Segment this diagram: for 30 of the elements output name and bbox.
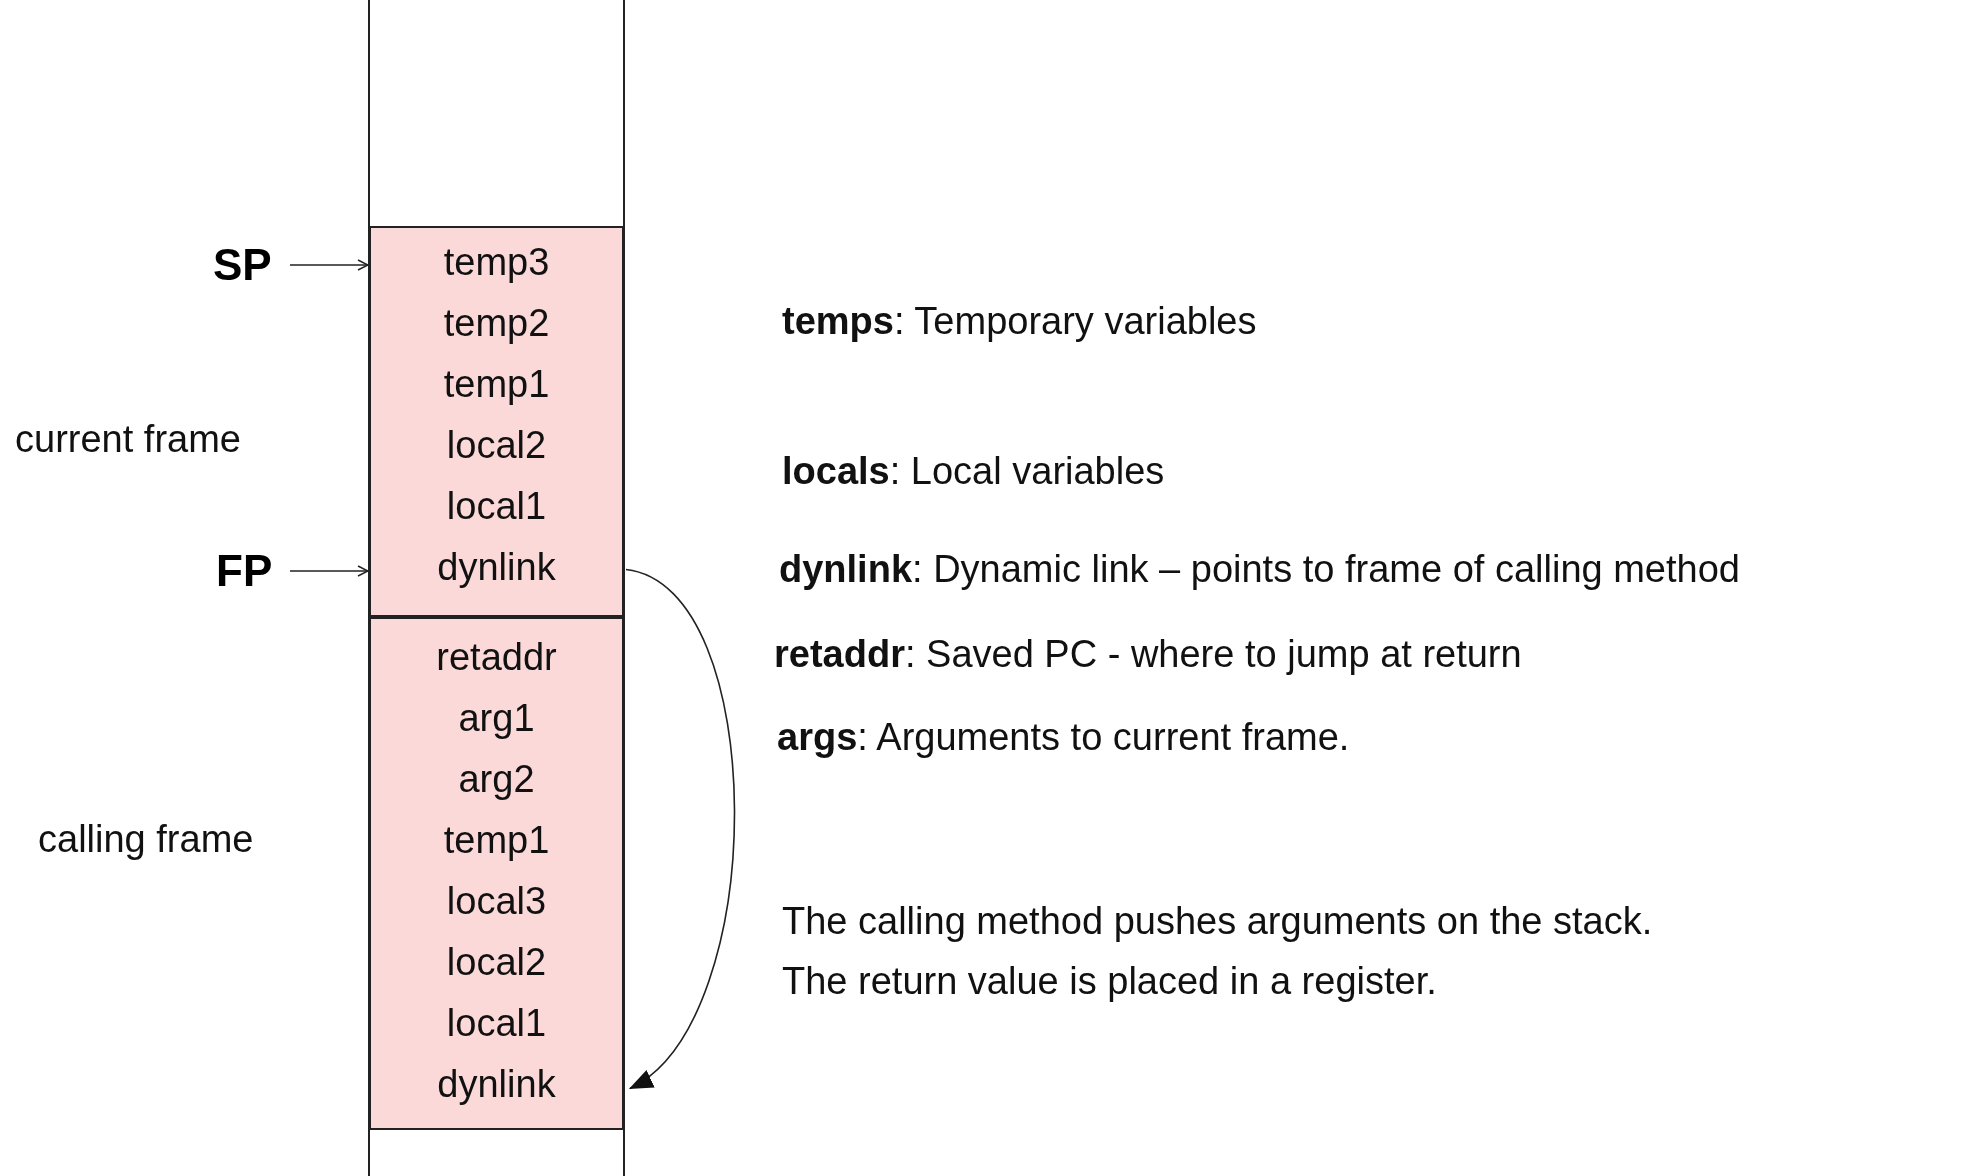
- stack-slot: local1: [371, 993, 622, 1054]
- definition-text: locals: Local variables: [782, 450, 1165, 493]
- stack-frame: [369, 226, 624, 617]
- stack-slot: dynlink: [371, 537, 622, 598]
- frame-label: calling frame: [38, 818, 254, 861]
- note-text: The return value is placed in a register.: [782, 960, 1437, 1003]
- pointer-arrow: [289, 565, 369, 577]
- register-label: SP: [213, 240, 272, 290]
- pointer-arrow: [289, 259, 369, 271]
- stack-slot: temp1: [371, 354, 622, 415]
- stack-slot: local1: [371, 476, 622, 537]
- stack-slot: arg2: [371, 749, 622, 810]
- stack-slot: dynlink: [371, 1054, 622, 1115]
- stack-slot: local2: [371, 932, 622, 993]
- stack-slot: temp1: [371, 810, 622, 871]
- stack-frame: [369, 617, 624, 1130]
- stack-slot: retaddr: [371, 627, 622, 688]
- stack-slot: temp3: [371, 232, 622, 293]
- frame-label: current frame: [15, 418, 241, 461]
- stack-slot: arg1: [371, 688, 622, 749]
- stack-slot: local3: [371, 871, 622, 932]
- definition-text: retaddr: Saved PC - where to jump at return: [774, 633, 1522, 676]
- definition-text: args: Arguments to current frame.: [777, 716, 1350, 759]
- stack-slot: local2: [371, 415, 622, 476]
- definition-text: temps: Temporary variables: [782, 300, 1257, 343]
- note-text: The calling method pushes arguments on the stack.: [782, 900, 1653, 943]
- definition-text: dynlink: Dynamic link – points to frame of calling method: [779, 548, 1740, 591]
- curved-arrow: [625, 568, 736, 1090]
- register-label: FP: [216, 546, 273, 596]
- stack-slot: temp2: [371, 293, 622, 354]
